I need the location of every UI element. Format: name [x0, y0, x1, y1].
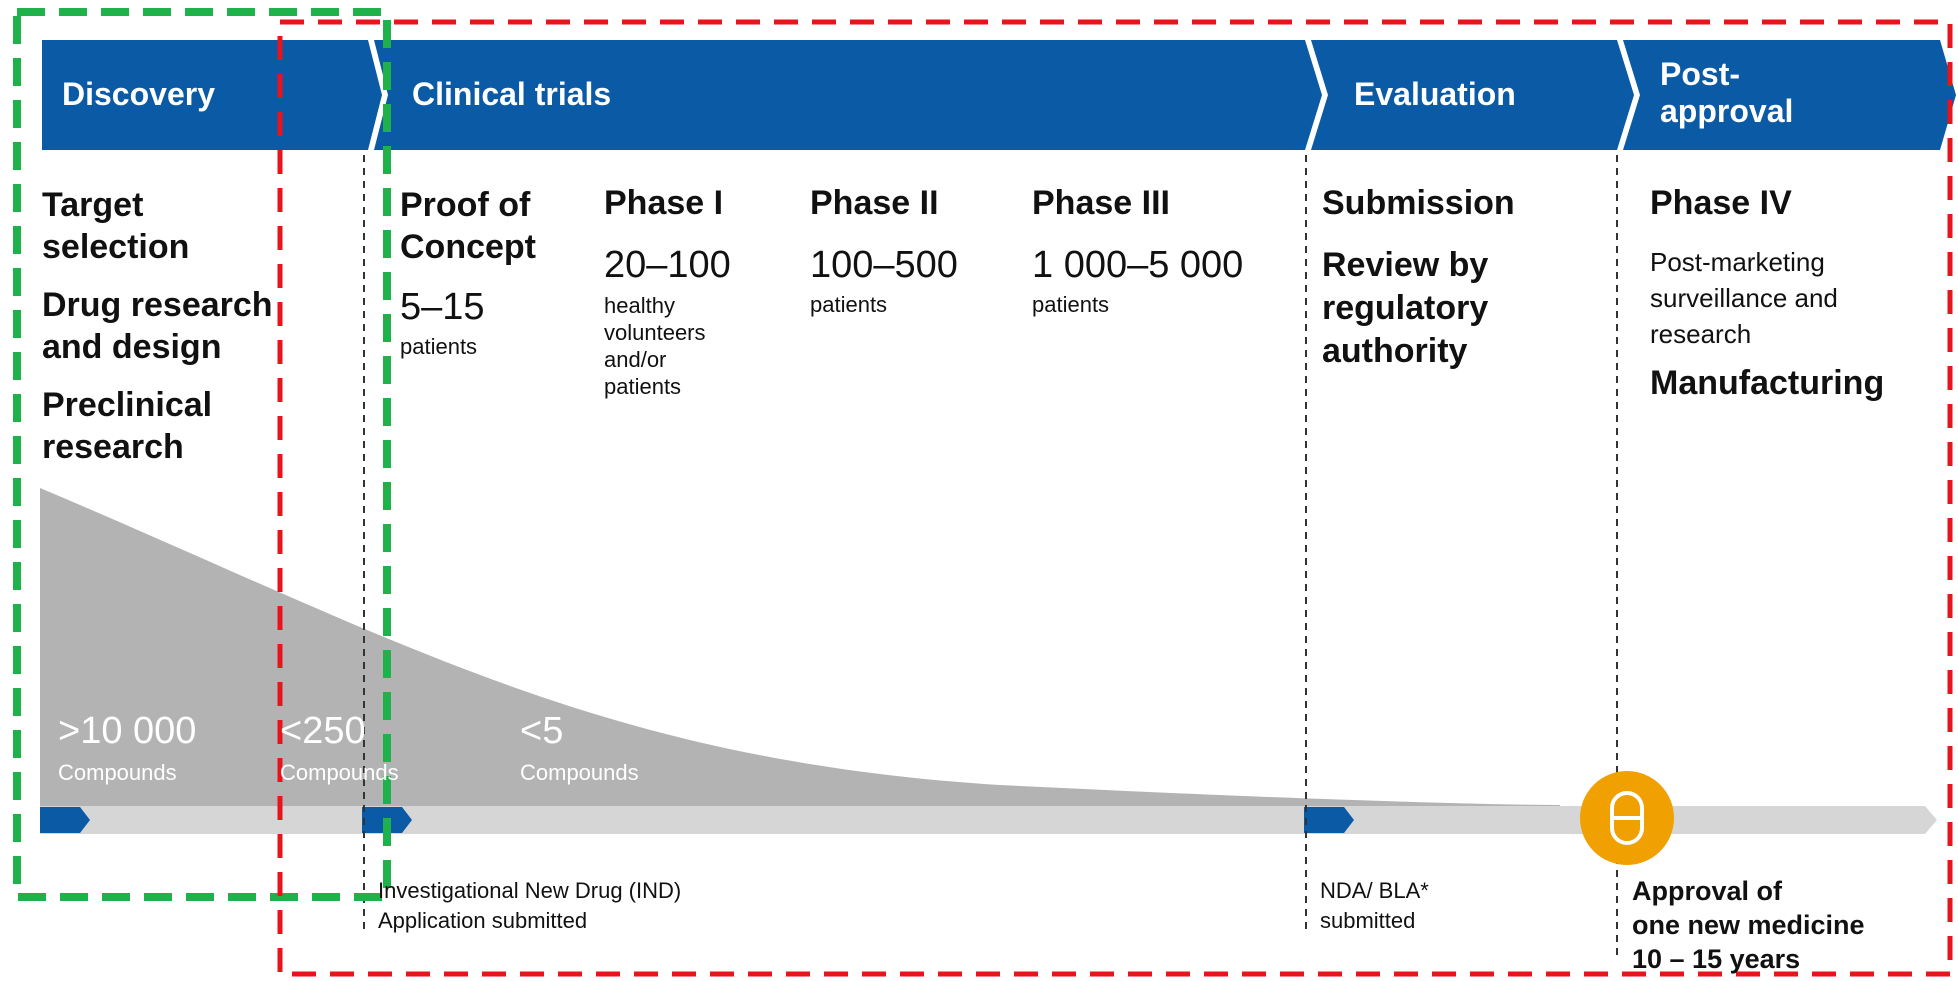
- green-annotation-box: [13, 8, 391, 901]
- phase3-count: 1 000–5 000: [1032, 244, 1244, 286]
- compounds-label-clinical: Compounds: [520, 760, 639, 785]
- capsule-icon: [1580, 771, 1674, 865]
- compounds-label-discovery: Compounds: [58, 760, 177, 785]
- stage-label-evaluation: Evaluation: [1354, 76, 1516, 112]
- clinical-banner: [374, 40, 1322, 150]
- discovery-banner: [42, 40, 382, 150]
- poc-unit: patients: [400, 334, 478, 359]
- evaluation-banner: [1311, 40, 1634, 150]
- milestone-nda-marker: [1304, 807, 1354, 833]
- manufacturing-label: Manufacturing: [1650, 364, 1885, 402]
- phase2-count: 100–500: [810, 244, 958, 286]
- milestone-nda-text: NDA/ BLA*submitted: [1320, 878, 1429, 933]
- compounds-count-preclinical: <250: [280, 710, 366, 752]
- attrition-funnel: [40, 488, 1560, 808]
- stage-label-discovery: Discovery: [62, 76, 215, 112]
- phase2-title: Phase II: [810, 184, 939, 222]
- red-annotation-box: [277, 19, 1953, 977]
- milestone-ind-text: Investigational New Drug (IND)Applicatio…: [378, 878, 682, 933]
- stage-label-clinical: Clinical trials: [412, 76, 612, 112]
- submission-title: Submission: [1322, 184, 1515, 222]
- post-approval-banner: [1623, 40, 1956, 150]
- timeline-bar: [40, 806, 1937, 834]
- milestone-approval-text: Approval of one new medicine 10 – 15 yea…: [1632, 876, 1865, 974]
- poc-count: 5–15: [400, 286, 485, 328]
- phase3-unit: patients: [1032, 292, 1110, 317]
- milestone-start-marker: [40, 807, 90, 833]
- phase4-title: Phase IV: [1650, 184, 1792, 222]
- compounds-label-preclinical: Compounds: [280, 760, 399, 785]
- compounds-count-discovery: >10 000: [58, 710, 197, 752]
- phase1-count: 20–100: [604, 244, 731, 286]
- phase2-unit: patients: [810, 292, 888, 317]
- phase3-title: Phase III: [1032, 184, 1170, 222]
- phase1-title: Phase I: [604, 184, 724, 222]
- stage-label-post-approval: Post- approval: [1660, 56, 1794, 129]
- compounds-count-clinical: <5: [520, 710, 564, 752]
